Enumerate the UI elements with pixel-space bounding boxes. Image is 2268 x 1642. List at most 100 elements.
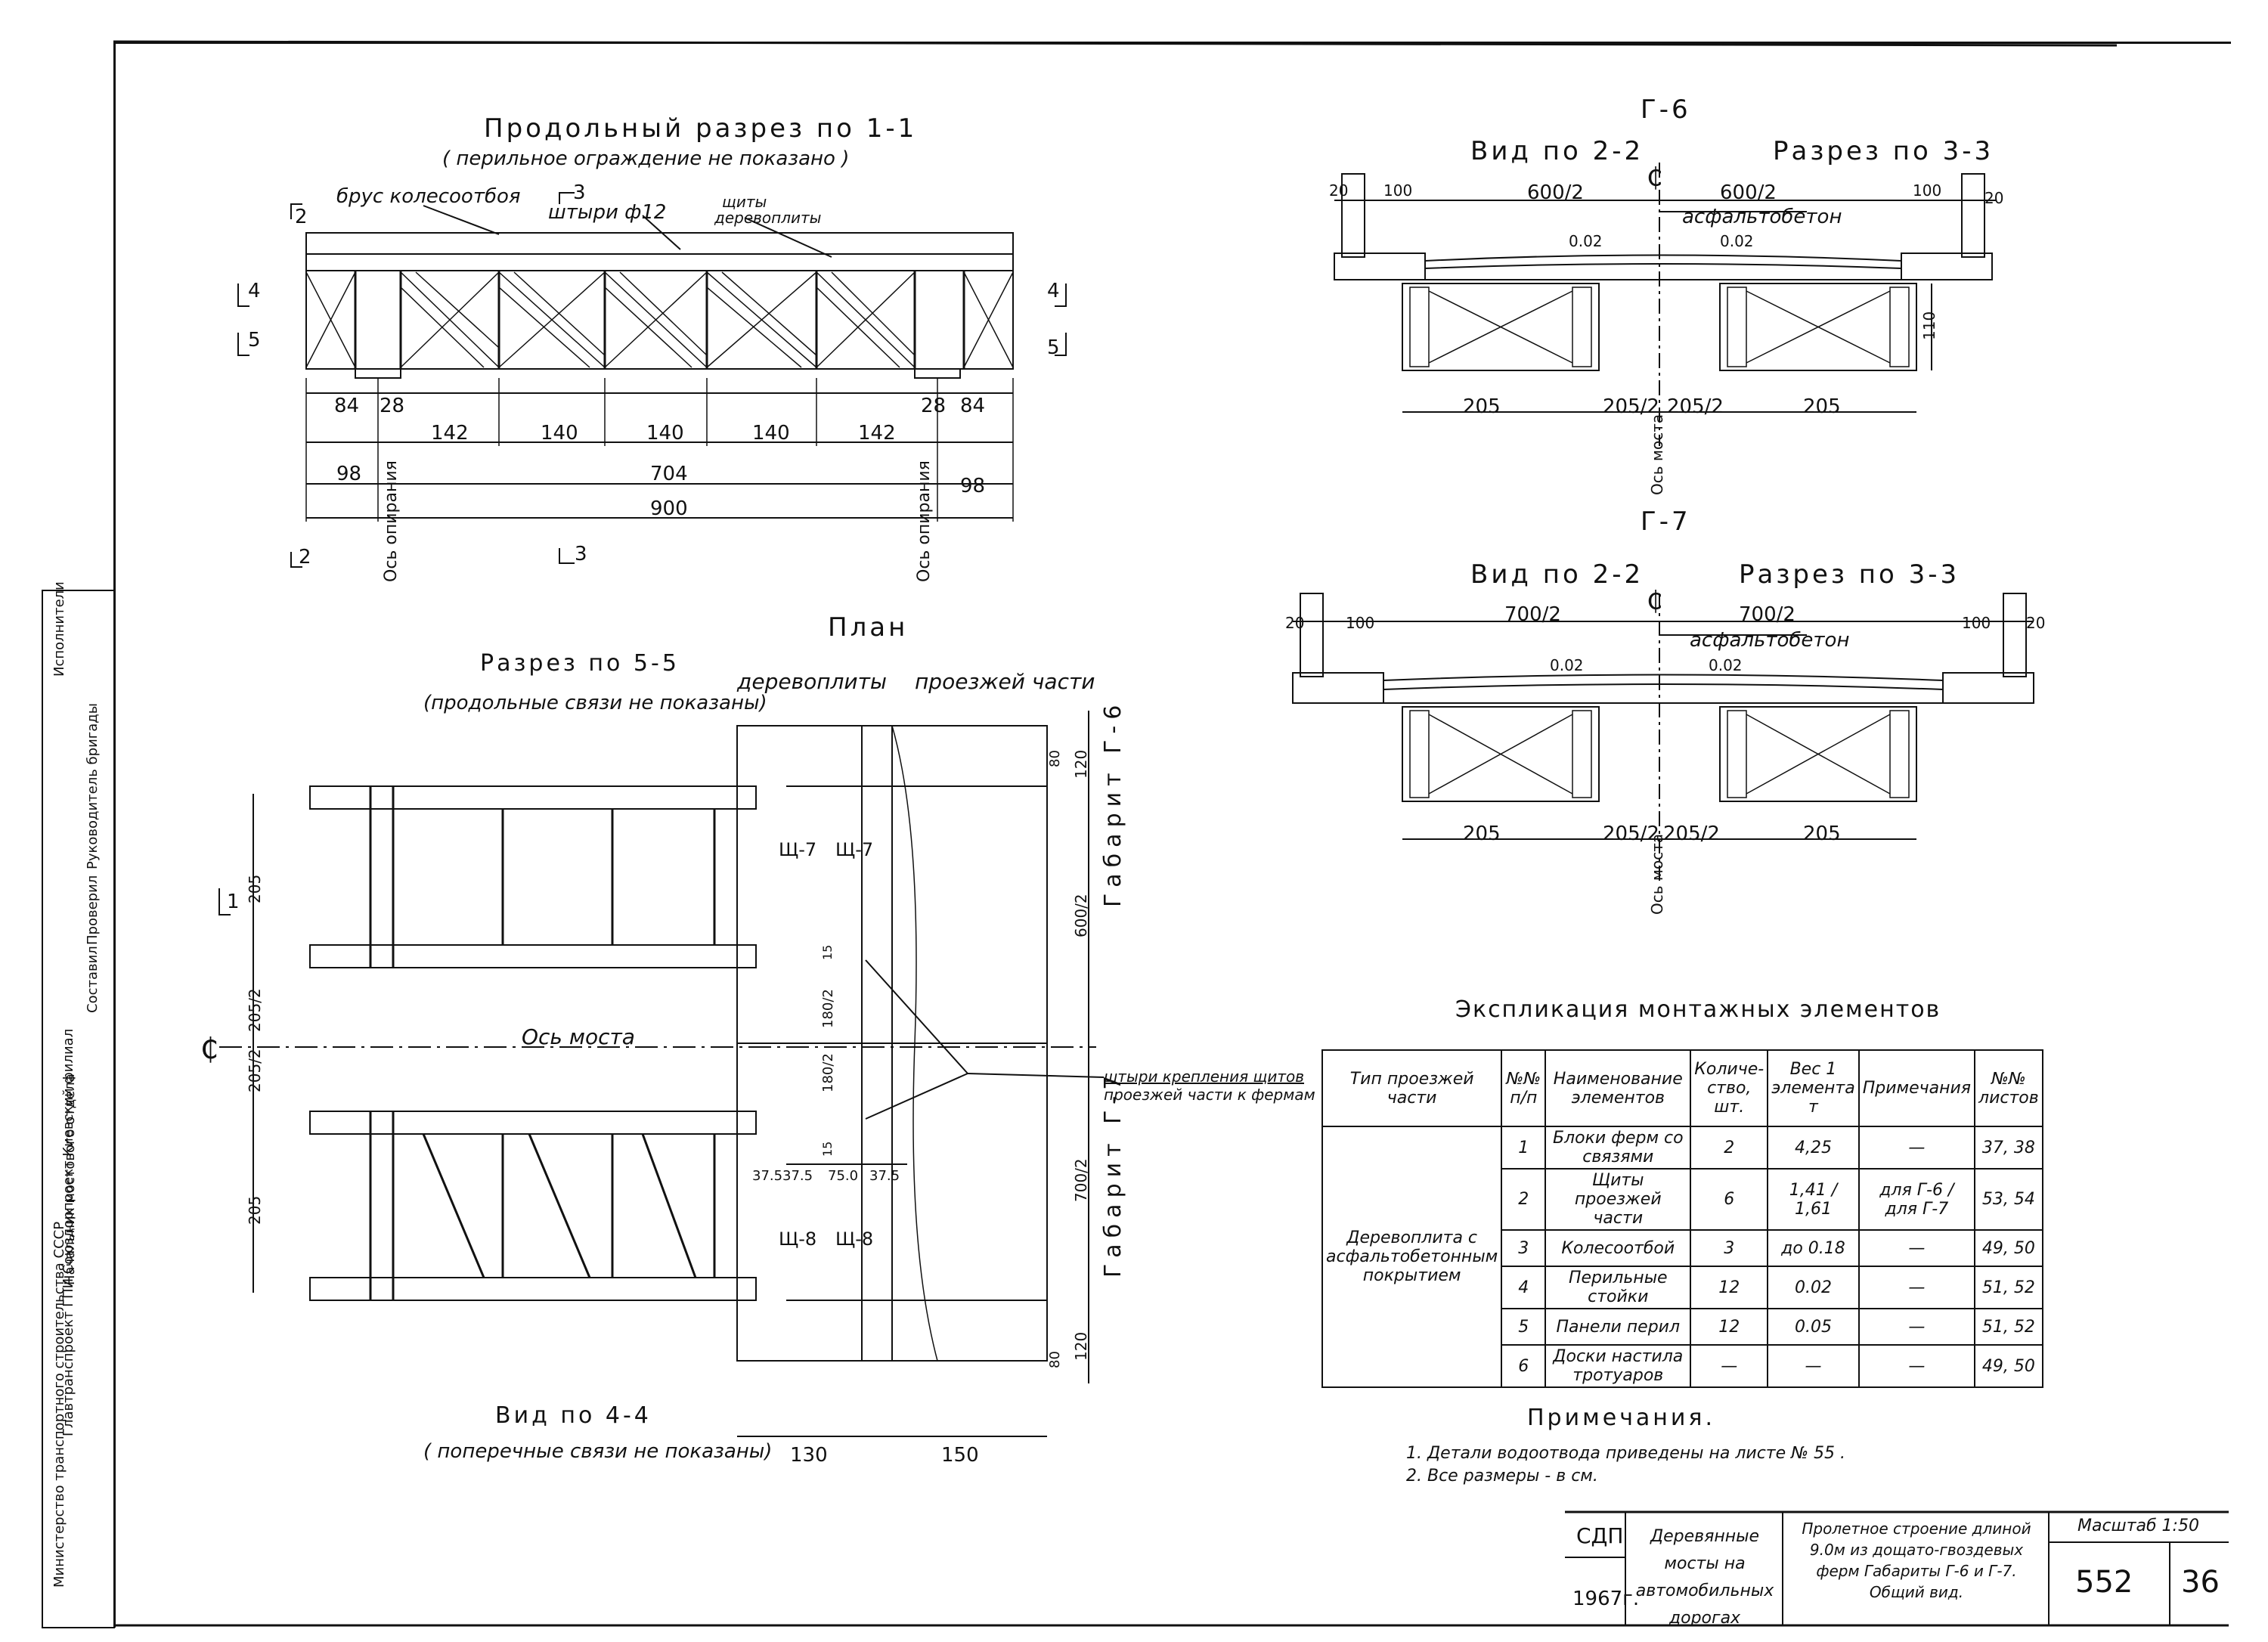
plan-dim-375-a: 37.5	[752, 1168, 783, 1184]
plan-dim-700: 700/2	[1072, 1158, 1090, 1202]
table-row: 3 Колесоотбой 3 до 0.18 — 49, 50	[1322, 1229, 2043, 1267]
callout-shtyri: штыри ф12	[548, 201, 667, 224]
plan-dim-15-bottom: 15	[820, 1141, 835, 1157]
deck-header-right: проезжей части	[915, 669, 1095, 694]
plan-dim-2052-top: 205/2	[246, 988, 264, 1032]
g7-section: Разрез по 3-3	[1739, 559, 1960, 590]
plan-mark-1: 1	[227, 891, 240, 913]
row-qty: —	[1690, 1344, 1769, 1388]
dim-140-c: 140	[752, 422, 790, 445]
plan-dim-1802-top: 180/2	[820, 989, 836, 1028]
notes-title: Примечания.	[1527, 1405, 1715, 1431]
mark-3-bottom: 3	[575, 543, 587, 565]
row-name: Перильные стойки	[1545, 1266, 1692, 1309]
tb-code: СДП	[1576, 1523, 1624, 1548]
tb-series: Деревянные мосты на автомобильных дорога…	[1635, 1527, 1774, 1628]
g6-dim-600-right: 600/2	[1720, 181, 1777, 204]
plan-drawing	[218, 711, 1105, 1437]
type-cell: Деревоплита с асфальтобетонным покрытием	[1321, 1126, 1503, 1388]
row-sheets: 51, 52	[1974, 1266, 2043, 1309]
row-sheets: 37, 38	[1974, 1126, 2043, 1170]
tb-scale: Масштаб 1:50	[2077, 1517, 2199, 1535]
plan-dim-80-top: 80	[1047, 750, 1063, 767]
g6-dim-2052-right: 205/2	[1667, 395, 1724, 418]
g6-slope-right: 0.02	[1720, 232, 1754, 250]
row-note: —	[1857, 1308, 1976, 1346]
plan-dim-130: 130	[790, 1444, 828, 1467]
tb-description: Пролетное строение длиной 9.0м из дощато…	[1802, 1520, 2031, 1601]
g7-dim-20-left: 20	[1285, 614, 1305, 632]
plan-dim-750: 75.0	[828, 1168, 859, 1184]
mark-2-top: 2	[295, 206, 308, 228]
row-note: —	[1857, 1266, 1976, 1309]
row-sheets: 49, 50	[1974, 1344, 2043, 1388]
plan-dim-205-top: 205	[246, 874, 264, 903]
panel-label-sch7-b: Щ-7	[835, 839, 874, 860]
row-name: Колесоотбой	[1545, 1229, 1692, 1267]
row-sheets: 51, 52	[1974, 1308, 2043, 1346]
row-name: Панели перил	[1545, 1308, 1692, 1346]
row-qty: 12	[1690, 1308, 1769, 1346]
row-note: для Г-6 / для Г-7	[1857, 1168, 1976, 1231]
long-section-drawing	[237, 192, 1067, 568]
title-block-lines	[113, 1510, 2229, 1627]
row-note: —	[1857, 1126, 1976, 1170]
mark-5-left: 5	[248, 329, 261, 352]
plan-dim-80-bottom: 80	[1047, 1351, 1063, 1368]
g6-dim-20-left: 20	[1329, 181, 1349, 200]
row-qty: 6	[1690, 1168, 1769, 1231]
plan-dim-375-c: 37.5	[869, 1168, 900, 1184]
g6-section: Разрез по 3-3	[1773, 136, 1994, 166]
plan-dim-15-top: 15	[820, 944, 835, 960]
dim-900: 900	[650, 497, 688, 520]
dim-140-a: 140	[541, 422, 578, 445]
approval-stamp	[42, 590, 115, 1628]
view44-subtitle: ( поперечные связи не показаны)	[423, 1440, 773, 1463]
explication-title: Экспликация монтажных элементов	[1455, 996, 1941, 1023]
stamp-executors: Исполнители	[51, 581, 67, 677]
col-sheets: №№ листов	[1974, 1049, 2043, 1127]
panel-label-sch8-b: Щ-8	[835, 1228, 874, 1250]
row-sheets: 53, 54	[1974, 1168, 2043, 1231]
stamp-checked: Проверил	[85, 875, 101, 945]
row-sheets: 49, 50	[1974, 1229, 2043, 1267]
row-weight: —	[1767, 1344, 1860, 1388]
row-qty: 3	[1690, 1229, 1769, 1267]
plan-dim-1802-bottom: 180/2	[820, 1053, 836, 1092]
gabarit-g7: Габарит Г-7	[1100, 1069, 1126, 1278]
g6-drawing	[1334, 163, 1996, 446]
table-row: 5 Панели перил 12 0.05 — 51, 52	[1322, 1308, 2043, 1346]
plan-dim-120-top: 120	[1072, 749, 1090, 779]
view44-title: Вид по 4-4	[495, 1402, 652, 1429]
plan-cl-symbol: ₵	[200, 1032, 219, 1065]
row-weight: 0.02	[1767, 1266, 1860, 1309]
tb-page: 36	[2181, 1565, 2220, 1600]
g7-dim-205-left: 205	[1463, 823, 1501, 845]
plan-dim-375-b: 37.5	[782, 1168, 813, 1184]
plan-title: План	[828, 612, 909, 643]
dim-142-right: 142	[858, 422, 896, 445]
g6-slope-left: 0.02	[1569, 232, 1603, 250]
g6-dim-100-left: 100	[1383, 181, 1413, 200]
dim-98-right: 98	[960, 475, 986, 497]
table-row: Деревоплита с асфальтобетонным покрытием…	[1321, 1126, 2043, 1388]
g7-view: Вид по 2-2	[1470, 559, 1644, 590]
row-name: Доски настила тротуаров	[1545, 1344, 1692, 1388]
stamp-chief: Начальник мостового отдела	[62, 1073, 78, 1285]
plan-dim-2052-bottom: 205/2	[246, 1049, 264, 1092]
g6-dim-205-right: 205	[1803, 395, 1841, 418]
row-qty: 12	[1690, 1266, 1769, 1309]
note-2: 2. Все размеры - в см.	[1406, 1467, 1598, 1486]
deck-header-left: деревоплиты	[737, 669, 888, 694]
support-axis-left: Ось опирания	[382, 460, 401, 582]
dim-140-b: 140	[646, 422, 684, 445]
g6-dim-205-left: 205	[1463, 395, 1501, 418]
col-qty: Количе-ство, шт.	[1690, 1049, 1769, 1127]
g7-bridge-axis: Ось моста	[1648, 833, 1666, 915]
fastening-callout-1: штыри крепления щитов	[1104, 1067, 1305, 1086]
dim-142-left: 142	[431, 422, 469, 445]
row-name: Щиты проезжей части	[1545, 1168, 1692, 1231]
plan-dim-205-bottom: 205	[246, 1195, 264, 1225]
callout-derevoplity: деревоплиты	[714, 209, 822, 227]
row-qty: 2	[1690, 1126, 1769, 1170]
